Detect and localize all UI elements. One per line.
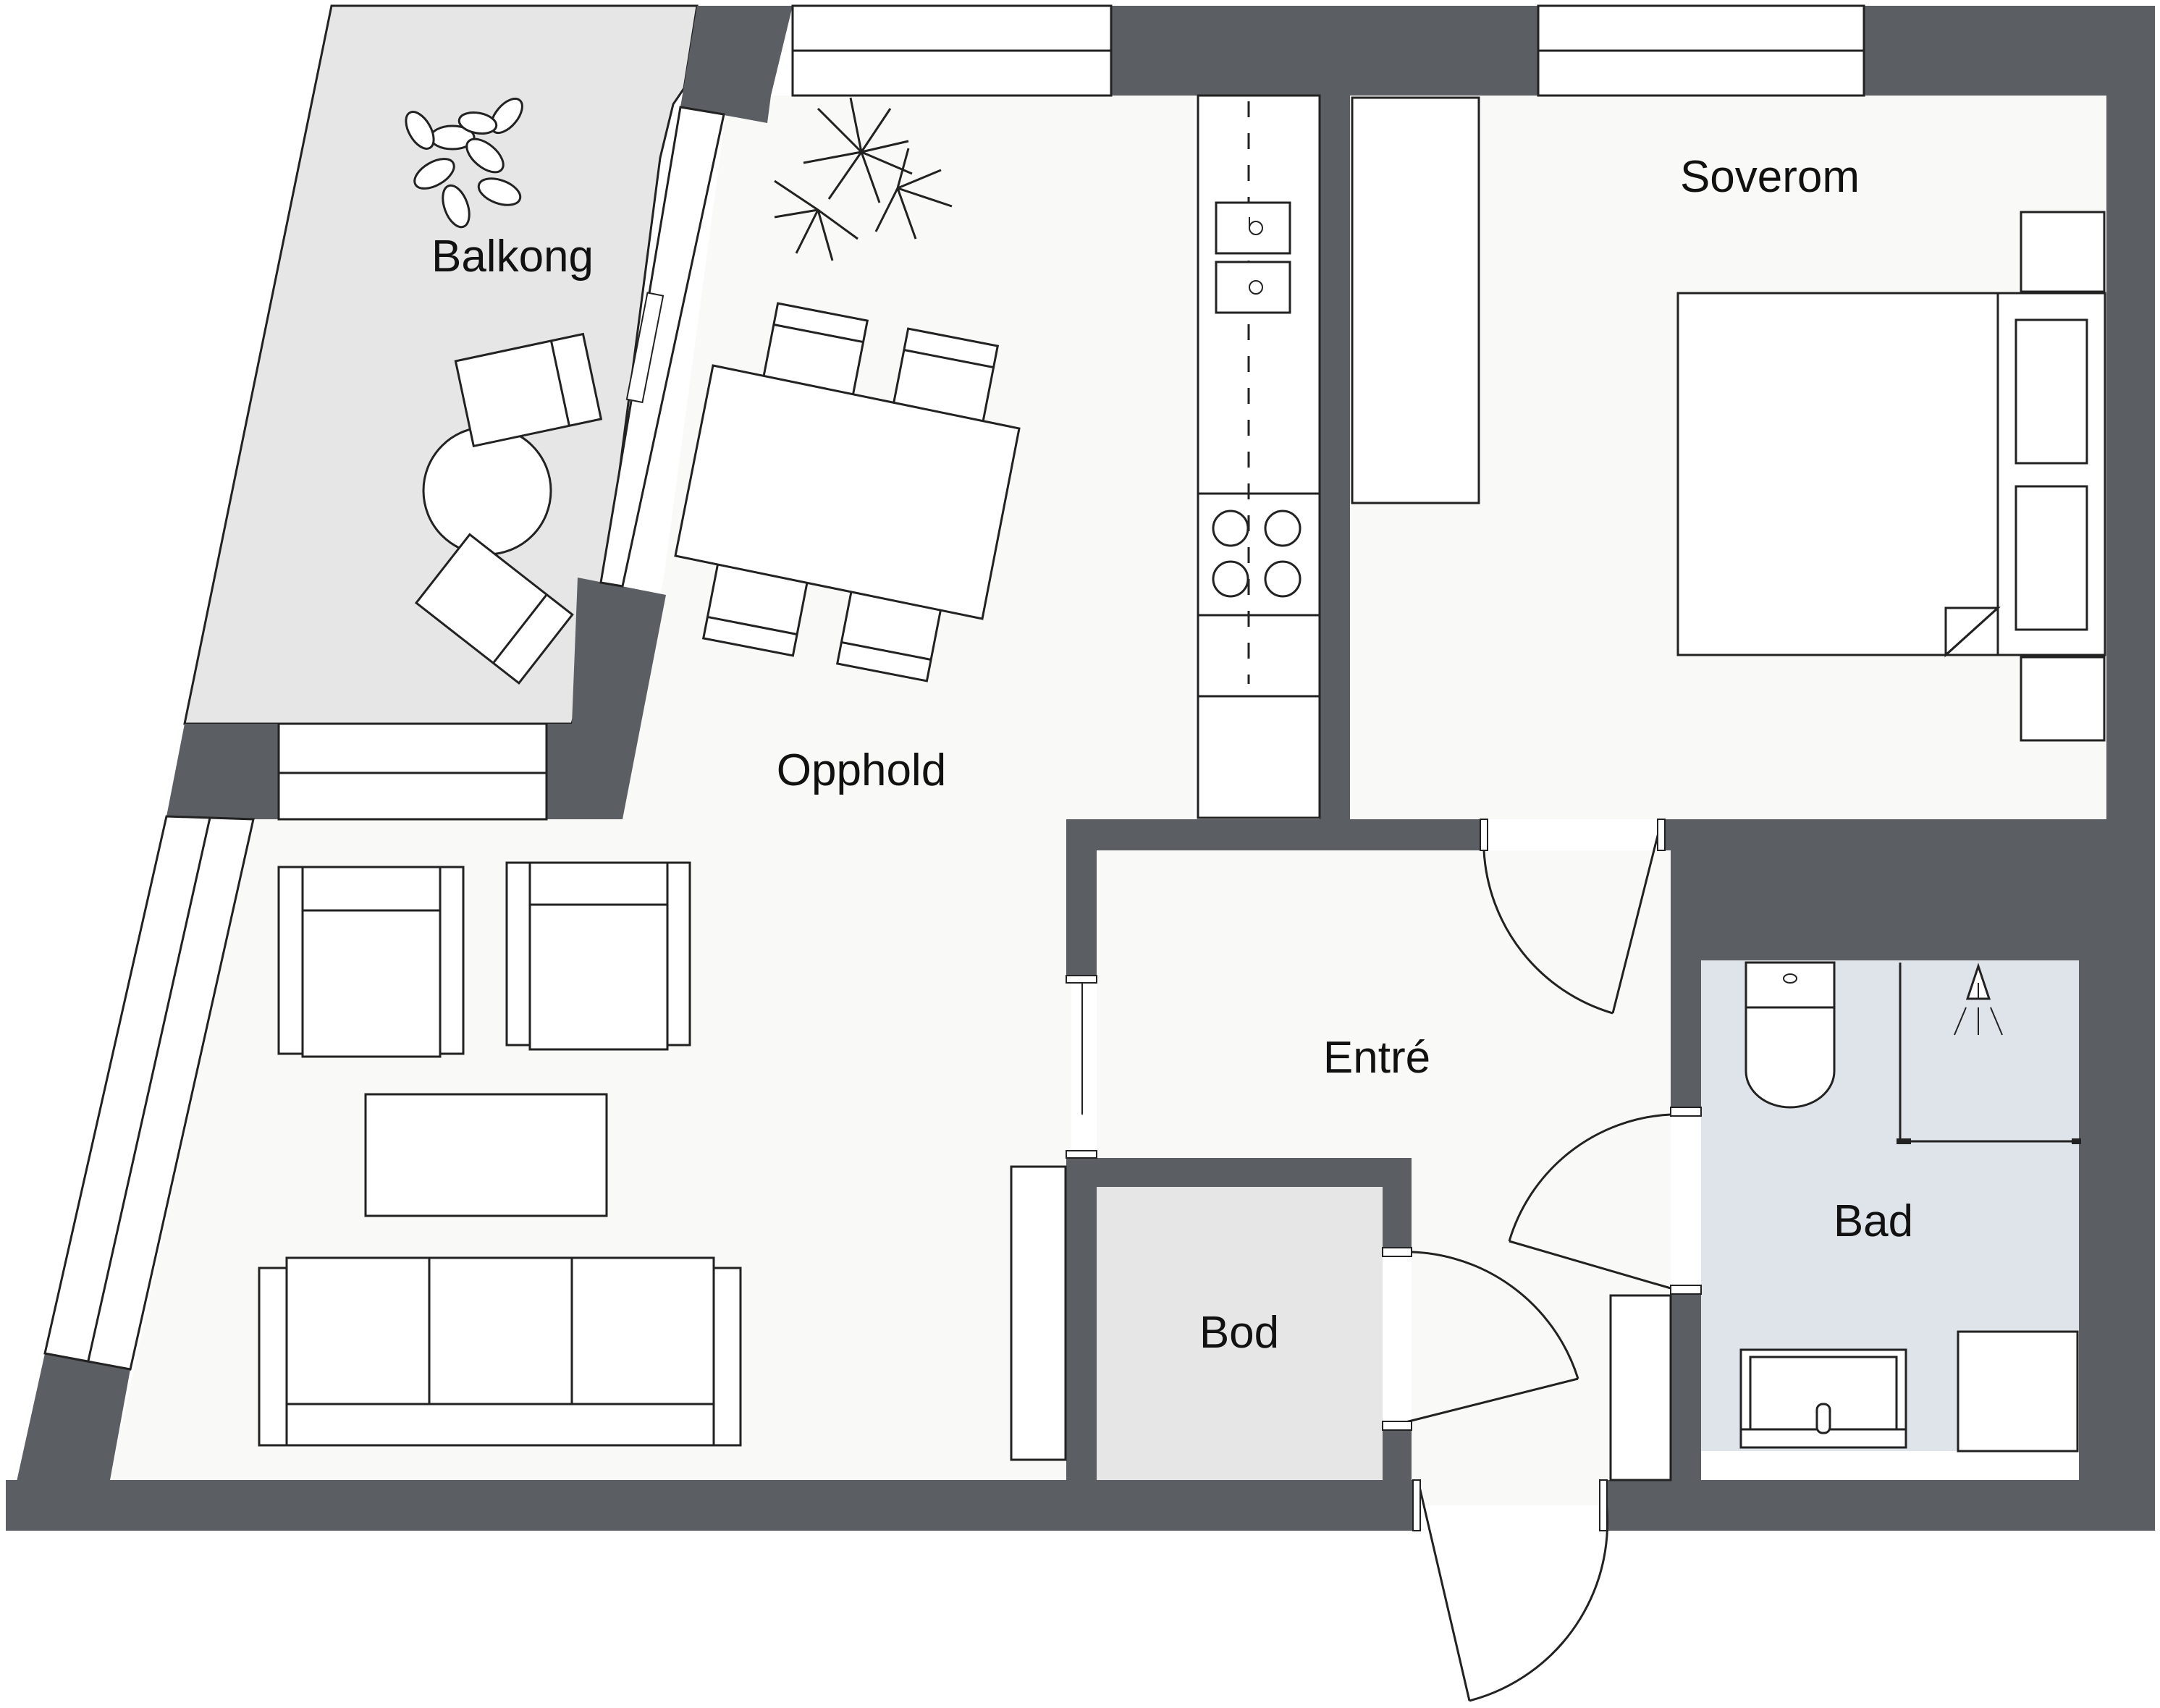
- window-bedroom-top: [1537, 4, 1865, 97]
- wall-storage-top: [1066, 1158, 1412, 1187]
- wall-storage-right-bottom: [1383, 1424, 1412, 1480]
- balcony-chair-bottom: [414, 533, 574, 685]
- windows: [43, 4, 1865, 1371]
- wall-top-left-corner: [680, 6, 793, 123]
- wall-bath-top: [1671, 850, 2106, 960]
- nightstand-top: [2020, 211, 2106, 293]
- indoor-plant-icon: [774, 97, 953, 261]
- nightstand-bottom: [2020, 656, 2106, 742]
- wall-entrance-left-top: [1066, 819, 1097, 978]
- shower: [1897, 963, 2081, 1144]
- room-label-opphold: Opphold: [777, 745, 946, 795]
- entrance-cabinet: [1609, 1294, 1672, 1481]
- sink-icon: [1215, 201, 1291, 314]
- shower-head-icon: [1954, 963, 2003, 1036]
- room-label-soverom: Soverom: [1680, 152, 1860, 202]
- living-cabinet: [1010, 1165, 1067, 1461]
- wall-bath-right: [2079, 850, 2106, 1505]
- pillow: [2015, 318, 2088, 465]
- wall-bottom-left: [6, 1480, 1417, 1531]
- door-storage[interactable]: [1382, 1247, 1579, 1431]
- balcony-chair-top: [454, 332, 603, 448]
- balcony-table: [422, 426, 552, 556]
- kitchen: [1197, 94, 1321, 819]
- room-label-bad: Bad: [1834, 1196, 1913, 1246]
- wall-balcony-sill: [547, 724, 623, 819]
- potted-plant-icon: [405, 97, 523, 229]
- bed: [1676, 211, 2106, 742]
- bath-sink-vanity: [1739, 1348, 1907, 1449]
- room-label-balkong: Balkong: [431, 232, 594, 282]
- wall-bath-left-bottom: [1671, 1288, 1701, 1505]
- wall-storage-left: [1066, 1158, 1097, 1480]
- balcony-door-glass: [599, 106, 725, 588]
- armchair-2: [505, 861, 691, 1051]
- door-front[interactable]: [1412, 1479, 1609, 1702]
- door-bedroom[interactable]: [1480, 819, 1666, 1015]
- door-bath[interactable]: [1508, 1107, 1702, 1295]
- wall-kitchen-bedroom: [1320, 96, 1350, 819]
- wall-left-lower: [6, 1353, 130, 1531]
- wall-bedroom-bottom-right: [1663, 819, 2106, 850]
- wall-storage-right-top: [1383, 1158, 1412, 1252]
- doors: [1066, 819, 1702, 1702]
- sofa: [258, 1256, 742, 1447]
- balcony-furniture: [405, 97, 603, 685]
- toilet-icon: [1745, 961, 1836, 1109]
- entrance-floor: [1097, 850, 1671, 1505]
- washing-machine: [1957, 1330, 2079, 1453]
- storage-floor: [1097, 1187, 1383, 1480]
- coffee-table: [364, 1093, 608, 1217]
- room-label-entre: Entré: [1323, 1033, 1430, 1083]
- room-labels: Balkong Opphold Soverom Entré Bod Bad: [431, 152, 1913, 1358]
- window-living-top: [791, 4, 1113, 97]
- armchair-1: [277, 866, 465, 1058]
- pillow: [2015, 485, 2088, 631]
- opening-living-entrance: [1066, 975, 1097, 1159]
- wardrobe: [1351, 96, 1480, 504]
- dining-table: [674, 364, 1021, 620]
- cooktop-icon: [1212, 510, 1302, 598]
- window-living-left: [43, 815, 255, 1371]
- wall-left-upper: [166, 724, 279, 819]
- window-balcony: [277, 722, 548, 821]
- room-label-bod: Bod: [1199, 1308, 1279, 1358]
- wall-bedroom-bottom-left: [1066, 819, 1484, 850]
- wall-right: [2106, 6, 2155, 1531]
- dining-set: [674, 302, 1021, 682]
